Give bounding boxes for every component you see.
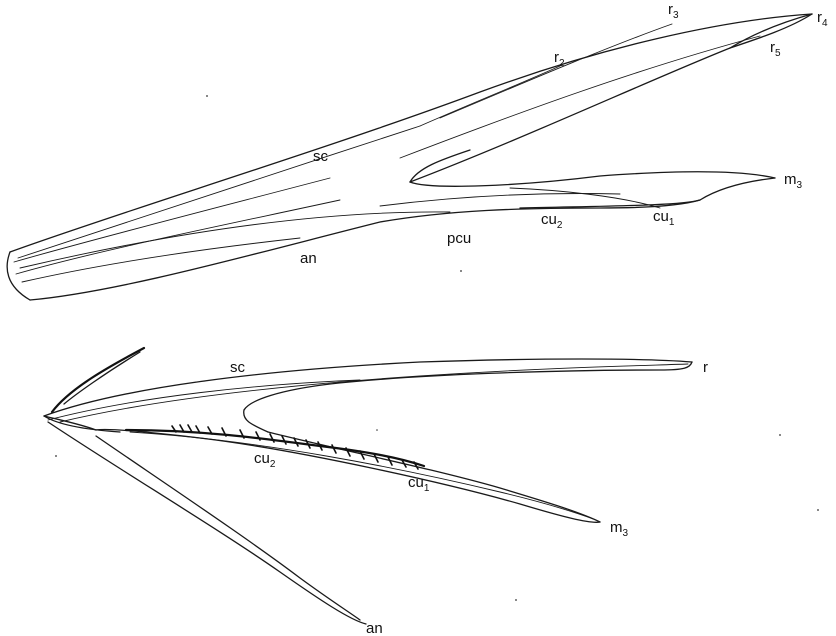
lower-notch xyxy=(244,410,268,432)
upper-wing: sc r2 r3 r4 r5 m3 cu1 cu2 pcu an xyxy=(7,1,828,300)
upper-wing-base xyxy=(7,252,30,300)
upper-label-r5: r5 xyxy=(770,39,781,59)
upper-anal-vein xyxy=(22,238,300,282)
upper-r2-vein xyxy=(420,66,560,126)
upper-label-pcu: pcu xyxy=(447,230,471,247)
lower-label-an: an xyxy=(366,620,383,636)
upper-label-r3: r3 xyxy=(668,1,679,21)
lower-label-cu2: cu2 xyxy=(254,450,276,470)
speck xyxy=(817,509,819,511)
speck xyxy=(460,270,462,272)
upper-radial-trailing xyxy=(410,48,730,182)
upper-costal-margin xyxy=(10,14,812,252)
lower-base-top xyxy=(44,416,96,430)
upper-trailing-margin xyxy=(30,200,700,300)
upper-m3-lower xyxy=(520,178,775,208)
speck xyxy=(376,429,378,431)
hatch-mark xyxy=(282,436,286,444)
upper-cu2-vein xyxy=(380,194,620,207)
lower-label-cu1: cu1 xyxy=(408,474,430,494)
lower-label-m3: m3 xyxy=(610,519,629,539)
lower-anal-outer xyxy=(48,422,366,624)
lower-basal-hook-2 xyxy=(64,352,140,404)
upper-label-cu1: cu1 xyxy=(653,208,675,228)
upper-label-m3: m3 xyxy=(784,171,803,191)
lower-r-mid xyxy=(60,364,688,422)
lower-label-sc: sc xyxy=(230,359,246,376)
upper-notch-lower xyxy=(410,172,775,187)
speck xyxy=(206,95,208,97)
lower-label-r: r xyxy=(703,359,708,376)
lower-anal-inner xyxy=(96,436,360,620)
upper-base-2 xyxy=(16,200,340,274)
speck xyxy=(779,434,781,436)
speck xyxy=(55,455,57,457)
speck xyxy=(515,599,517,601)
upper-label-an: an xyxy=(300,250,317,267)
upper-r3-vein xyxy=(440,24,672,118)
lower-m3-lower xyxy=(96,429,600,522)
upper-label-sc: sc xyxy=(313,148,329,165)
upper-base-1 xyxy=(14,178,330,262)
upper-label-cu2: cu2 xyxy=(541,211,563,231)
upper-notch-upper xyxy=(410,150,470,182)
lower-wing: sc r cu2 cu1 m3 an xyxy=(44,348,708,636)
upper-sc-vein xyxy=(18,126,420,258)
upper-r5-vein xyxy=(400,36,760,158)
upper-label-r4: r4 xyxy=(817,9,828,29)
